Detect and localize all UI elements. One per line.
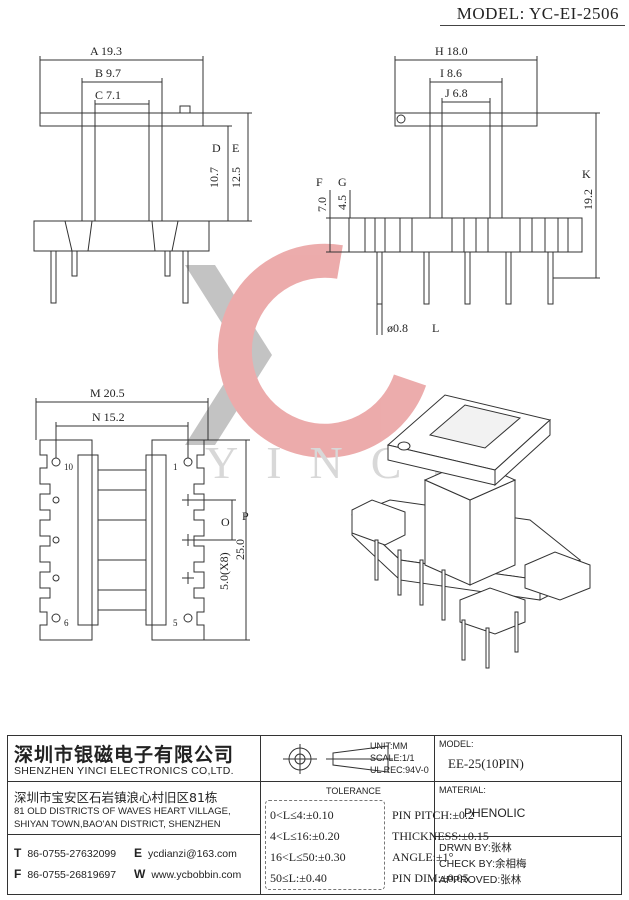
dim-o-value: 5.0(X8) — [217, 552, 231, 590]
watermark-logo — [185, 243, 427, 458]
dim-p-value: 25.0 — [233, 539, 247, 560]
drawn-by: DRWN BY:张林 — [439, 842, 512, 854]
phone-label: T — [14, 846, 22, 860]
dim-g-value: 4.5 — [335, 195, 349, 210]
dim-j: J 6.8 — [445, 86, 468, 100]
dim-k-letter: K — [582, 167, 591, 181]
pin-spec-row: THICKNESS:±0.15 — [392, 829, 489, 843]
address-en-2: SHIYAN TOWN,BAO'AN DISTRICT, SHENZHEN — [14, 819, 221, 830]
dim-p-letter: P — [242, 509, 249, 523]
dim-f-value: 7.0 — [315, 197, 329, 212]
address-en-1: 81 OLD DISTRICTS OF WAVES HEART VILLAGE, — [14, 806, 231, 817]
dim-b: B 9.7 — [95, 66, 121, 80]
email-address: ycdianzi@163.com — [148, 848, 237, 860]
dim-pin-diameter: ø0.8 — [387, 321, 408, 335]
title-block: 深圳市银磁电子有限公司 SHENZHEN YINCI ELECTRONICS C… — [7, 735, 622, 895]
drawing-meta: UNIT:MM SCALE:1/1 UL REC:94V-0 — [370, 740, 429, 776]
pin-spec-list: PIN PITCH:±0.2 THICKNESS:±0.15 ANGLE:±1°… — [392, 805, 489, 889]
dim-a: A 19.3 — [90, 44, 122, 58]
checked-by: CHECK BY:余相梅 — [439, 858, 527, 870]
dim-e-letter: E — [232, 141, 239, 155]
isometric-view — [351, 394, 591, 669]
tolerance-title: TOLERANCE — [326, 786, 381, 796]
model-title: MODEL: YC-EI-2506 — [456, 4, 619, 23]
dim-d-value: 10.7 — [207, 167, 221, 188]
phone-row: T 86-0755-27632099 — [14, 846, 116, 860]
dim-c: C 7.1 — [95, 88, 121, 102]
approved-by: APPROVED:张林 — [439, 874, 522, 886]
pin-spec-row: ANGLE:±1° — [392, 850, 454, 864]
pin-spec-row: PIN PITCH:±0.2 — [392, 808, 474, 822]
pin-label-10: 10 — [64, 462, 74, 472]
fax-label: F — [14, 867, 22, 881]
pin-label-6: 6 — [64, 618, 69, 628]
phone-number: 86-0755-27632099 — [27, 848, 117, 860]
web-label: W — [134, 867, 146, 881]
company-name-en: SHENZHEN YINCI ELECTRONICS CO,LTD. — [14, 765, 234, 777]
material-label: MATERIAL: — [439, 785, 486, 795]
company-name-cn: 深圳市银磁电子有限公司 — [14, 744, 235, 766]
tolerance-row: 16<L≤50:±0.30 — [270, 850, 346, 864]
email-label: E — [134, 846, 143, 860]
scale-text: SCALE:1/1 — [370, 753, 415, 763]
unit-text: UNIT:MM — [370, 741, 408, 751]
dim-g-letter: G — [338, 175, 347, 189]
dim-l-letter: L — [432, 321, 439, 335]
bottom-view — [35, 398, 250, 641]
dim-d-letter: D — [212, 141, 221, 155]
technical-drawing: YINCI A 19.3 B 9.7 — [33, 44, 600, 669]
model-label: MODEL: — [439, 739, 474, 749]
pin-label-5: 5 — [173, 618, 178, 628]
model-title-underline — [440, 25, 625, 26]
address-cn: 深圳市宝安区石岩镇浪心村旧区81栋 — [14, 790, 218, 805]
ul-rec-text: UL REC:94V-0 — [370, 765, 429, 775]
front-view — [33, 56, 252, 304]
fax-number: 86-0755-26819697 — [27, 869, 117, 881]
dim-h: H 18.0 — [435, 44, 468, 58]
signatures: DRWN BY:张林 CHECK BY:余相梅 APPROVED:张林 — [439, 840, 527, 888]
dim-e-value: 12.5 — [229, 167, 243, 188]
fax-row: F 86-0755-26819697 — [14, 867, 116, 881]
dim-f-letter: F — [316, 175, 323, 189]
dim-i: I 8.6 — [440, 66, 462, 80]
pin-label-1: 1 — [173, 462, 178, 472]
tolerance-list: 0<L≤4:±0.10 4<L≤16:±0.20 16<L≤50:±0.30 5… — [270, 805, 346, 889]
dim-o-letter: O — [221, 515, 230, 529]
pin-spec-row: PIN DIM:±0.05 — [392, 871, 469, 885]
material-value: PHENOLIC — [464, 806, 526, 820]
side-view — [326, 56, 600, 335]
tolerance-row: 4<L≤16:±0.20 — [270, 829, 340, 843]
tolerance-row: 0<L≤4:±0.10 — [270, 808, 334, 822]
projection-symbol-icon — [283, 744, 393, 774]
tolerance-box — [265, 800, 385, 890]
dim-m: M 20.5 — [90, 386, 125, 400]
tolerance-row: 50≤L:±0.40 — [270, 871, 327, 885]
model-value: EE-25(10PIN) — [448, 756, 524, 771]
dim-n: N 15.2 — [92, 410, 125, 424]
web-address: www.ycbobbin.com — [151, 869, 242, 881]
dim-k-value: 19.2 — [581, 189, 595, 210]
